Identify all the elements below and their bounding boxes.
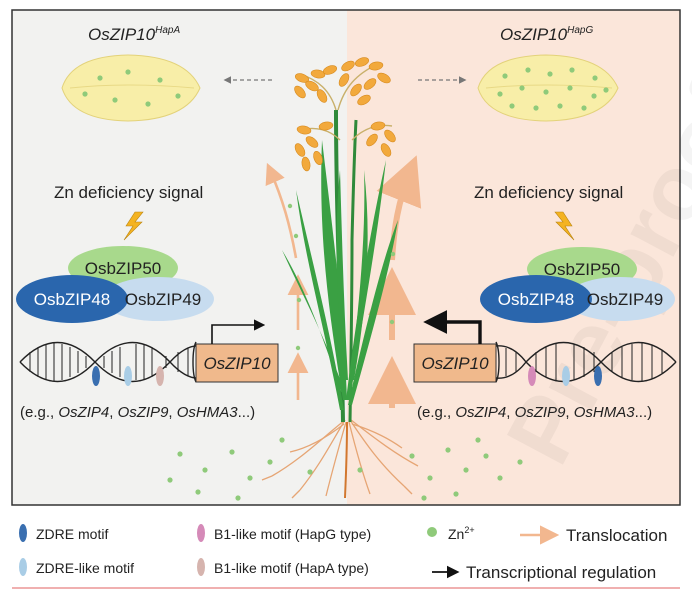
- left-title: OsZIP10HapA: [88, 25, 180, 44]
- left-target-oszip4: OsZIP4: [58, 404, 109, 421]
- right-lightning-icon: [554, 211, 575, 241]
- right-title: OsZIP10HapG: [500, 25, 593, 44]
- left-target-oszip9: OsZIP9: [118, 404, 170, 421]
- left-osbzip50-label: OsbZIP50: [85, 259, 162, 278]
- right-title-gene: OsZIP10: [500, 25, 568, 44]
- right-gene-box: [413, 343, 497, 383]
- left-target-oshma3: OsHMA3: [177, 404, 239, 421]
- legend-zdre-like-label: ZDRE-like motif: [36, 560, 134, 576]
- right-target-genes: (e.g., OsZIP4, OsZIP9, OsHMA3...): [417, 404, 652, 421]
- legend-zdre-swatch: [19, 524, 27, 542]
- panel-frame: [11, 9, 681, 506]
- left-targets-prefix: (e.g.,: [20, 404, 58, 421]
- left-transcription-arrow: [211, 319, 266, 344]
- left-b1-hapa-motif: [156, 366, 164, 386]
- rice-plant: [261, 57, 419, 499]
- right-osbzip50-label: OsbZIP50: [544, 260, 621, 279]
- legend-zn-main: Zn: [448, 526, 464, 542]
- rice-leaves: [282, 140, 398, 410]
- left-targets-sep1: ,: [109, 404, 117, 421]
- right-osbzip49-ellipse: [565, 277, 675, 321]
- left-osbzip49-label: OsbZIP49: [125, 290, 202, 309]
- right-targets-sep2: ,: [565, 404, 573, 421]
- left-gene: OsZIP10: [192, 319, 279, 383]
- right-gene: OsZIP10: [413, 310, 500, 383]
- left-zdre-like-motif: [124, 366, 132, 386]
- right-gene-bracket: [495, 341, 500, 383]
- left-osbzip49-ellipse: [102, 277, 214, 321]
- legend-zn-label: Zn2+: [448, 525, 475, 542]
- right-targets-sep1: ,: [506, 404, 514, 421]
- left-targets-sep2: ,: [168, 404, 176, 421]
- left-grain-zn-dots: [82, 69, 181, 107]
- right-target-oszip9: OsZIP9: [515, 404, 567, 421]
- legend-zn-sup: 2+: [464, 525, 474, 535]
- right-zdre-like-motif: [562, 366, 570, 386]
- left-target-genes: (e.g., OsZIP4, OsZIP9, OsHMA3...): [20, 404, 255, 421]
- right-signal-label: Zn deficiency signal: [474, 183, 623, 202]
- legend-translocation-label: Translocation: [566, 526, 667, 545]
- right-osbzip48-label: OsbZIP48: [498, 290, 575, 309]
- left-lightning-icon: [123, 211, 144, 241]
- rice-panicles: [294, 57, 396, 172]
- left-gene-label: OsZIP10: [203, 354, 271, 373]
- rice-roots: [261, 419, 419, 499]
- legend-zn-swatch: [427, 527, 437, 537]
- right-dna-helix: [495, 341, 677, 386]
- right-title-haplotype: HapG: [567, 25, 593, 36]
- right-zdre-motif: [594, 366, 602, 386]
- right-osbzip48-ellipse: [480, 275, 592, 323]
- left-zdre-motif: [92, 366, 100, 386]
- right-grain: [477, 54, 619, 122]
- right-targets-suffix: ...): [635, 404, 653, 421]
- left-title-gene: OsZIP10: [88, 25, 156, 44]
- left-targets-suffix: ...): [238, 404, 256, 421]
- right-targets-prefix: (e.g.,: [417, 404, 455, 421]
- left-tf-complex: OsbZIP50 OsbZIP48 OsbZIP49: [16, 246, 214, 323]
- soil-zn-dots: [167, 203, 523, 501]
- left-gene-bracket: [192, 341, 197, 383]
- right-gene-label: OsZIP10: [421, 354, 489, 373]
- right-grain-zn-dots: [497, 67, 609, 111]
- left-translocation-arrows: [265, 162, 309, 400]
- left-dna-helix: [19, 341, 201, 386]
- legend-transcriptional-label: Transcriptional regulation: [466, 563, 656, 582]
- right-target-oszip4: OsZIP4: [455, 404, 506, 421]
- legend-zdre-label: ZDRE motif: [36, 526, 108, 542]
- right-translocation-arrows: [368, 155, 422, 408]
- right-osbzip49-label: OsbZIP49: [587, 290, 664, 309]
- legend-b1-hapa-label: B1-like motif (HapA type): [214, 560, 369, 576]
- right-target-oshma3: OsHMA3: [574, 404, 636, 421]
- left-gene-box: [195, 343, 279, 383]
- legend-b1-hapa-swatch: [197, 558, 205, 576]
- legend: ZDRE motif ZDRE-like motif B1-like motif…: [12, 524, 680, 589]
- left-osbzip48-label: OsbZIP48: [34, 290, 111, 309]
- left-title-haplotype: HapA: [155, 25, 180, 36]
- left-grain: [61, 54, 201, 122]
- right-transcription-arrow: [423, 310, 482, 344]
- right-b1-hapg-motif: [528, 366, 536, 386]
- left-osbzip48-ellipse: [16, 275, 128, 323]
- right-tf-complex: OsbZIP50 OsbZIP48 OsbZIP49: [480, 247, 675, 323]
- legend-b1-hapg-label: B1-like motif (HapG type): [214, 526, 371, 542]
- legend-zdre-like-swatch: [19, 558, 27, 576]
- legend-b1-hapg-swatch: [197, 524, 205, 542]
- left-signal-label: Zn deficiency signal: [54, 183, 203, 202]
